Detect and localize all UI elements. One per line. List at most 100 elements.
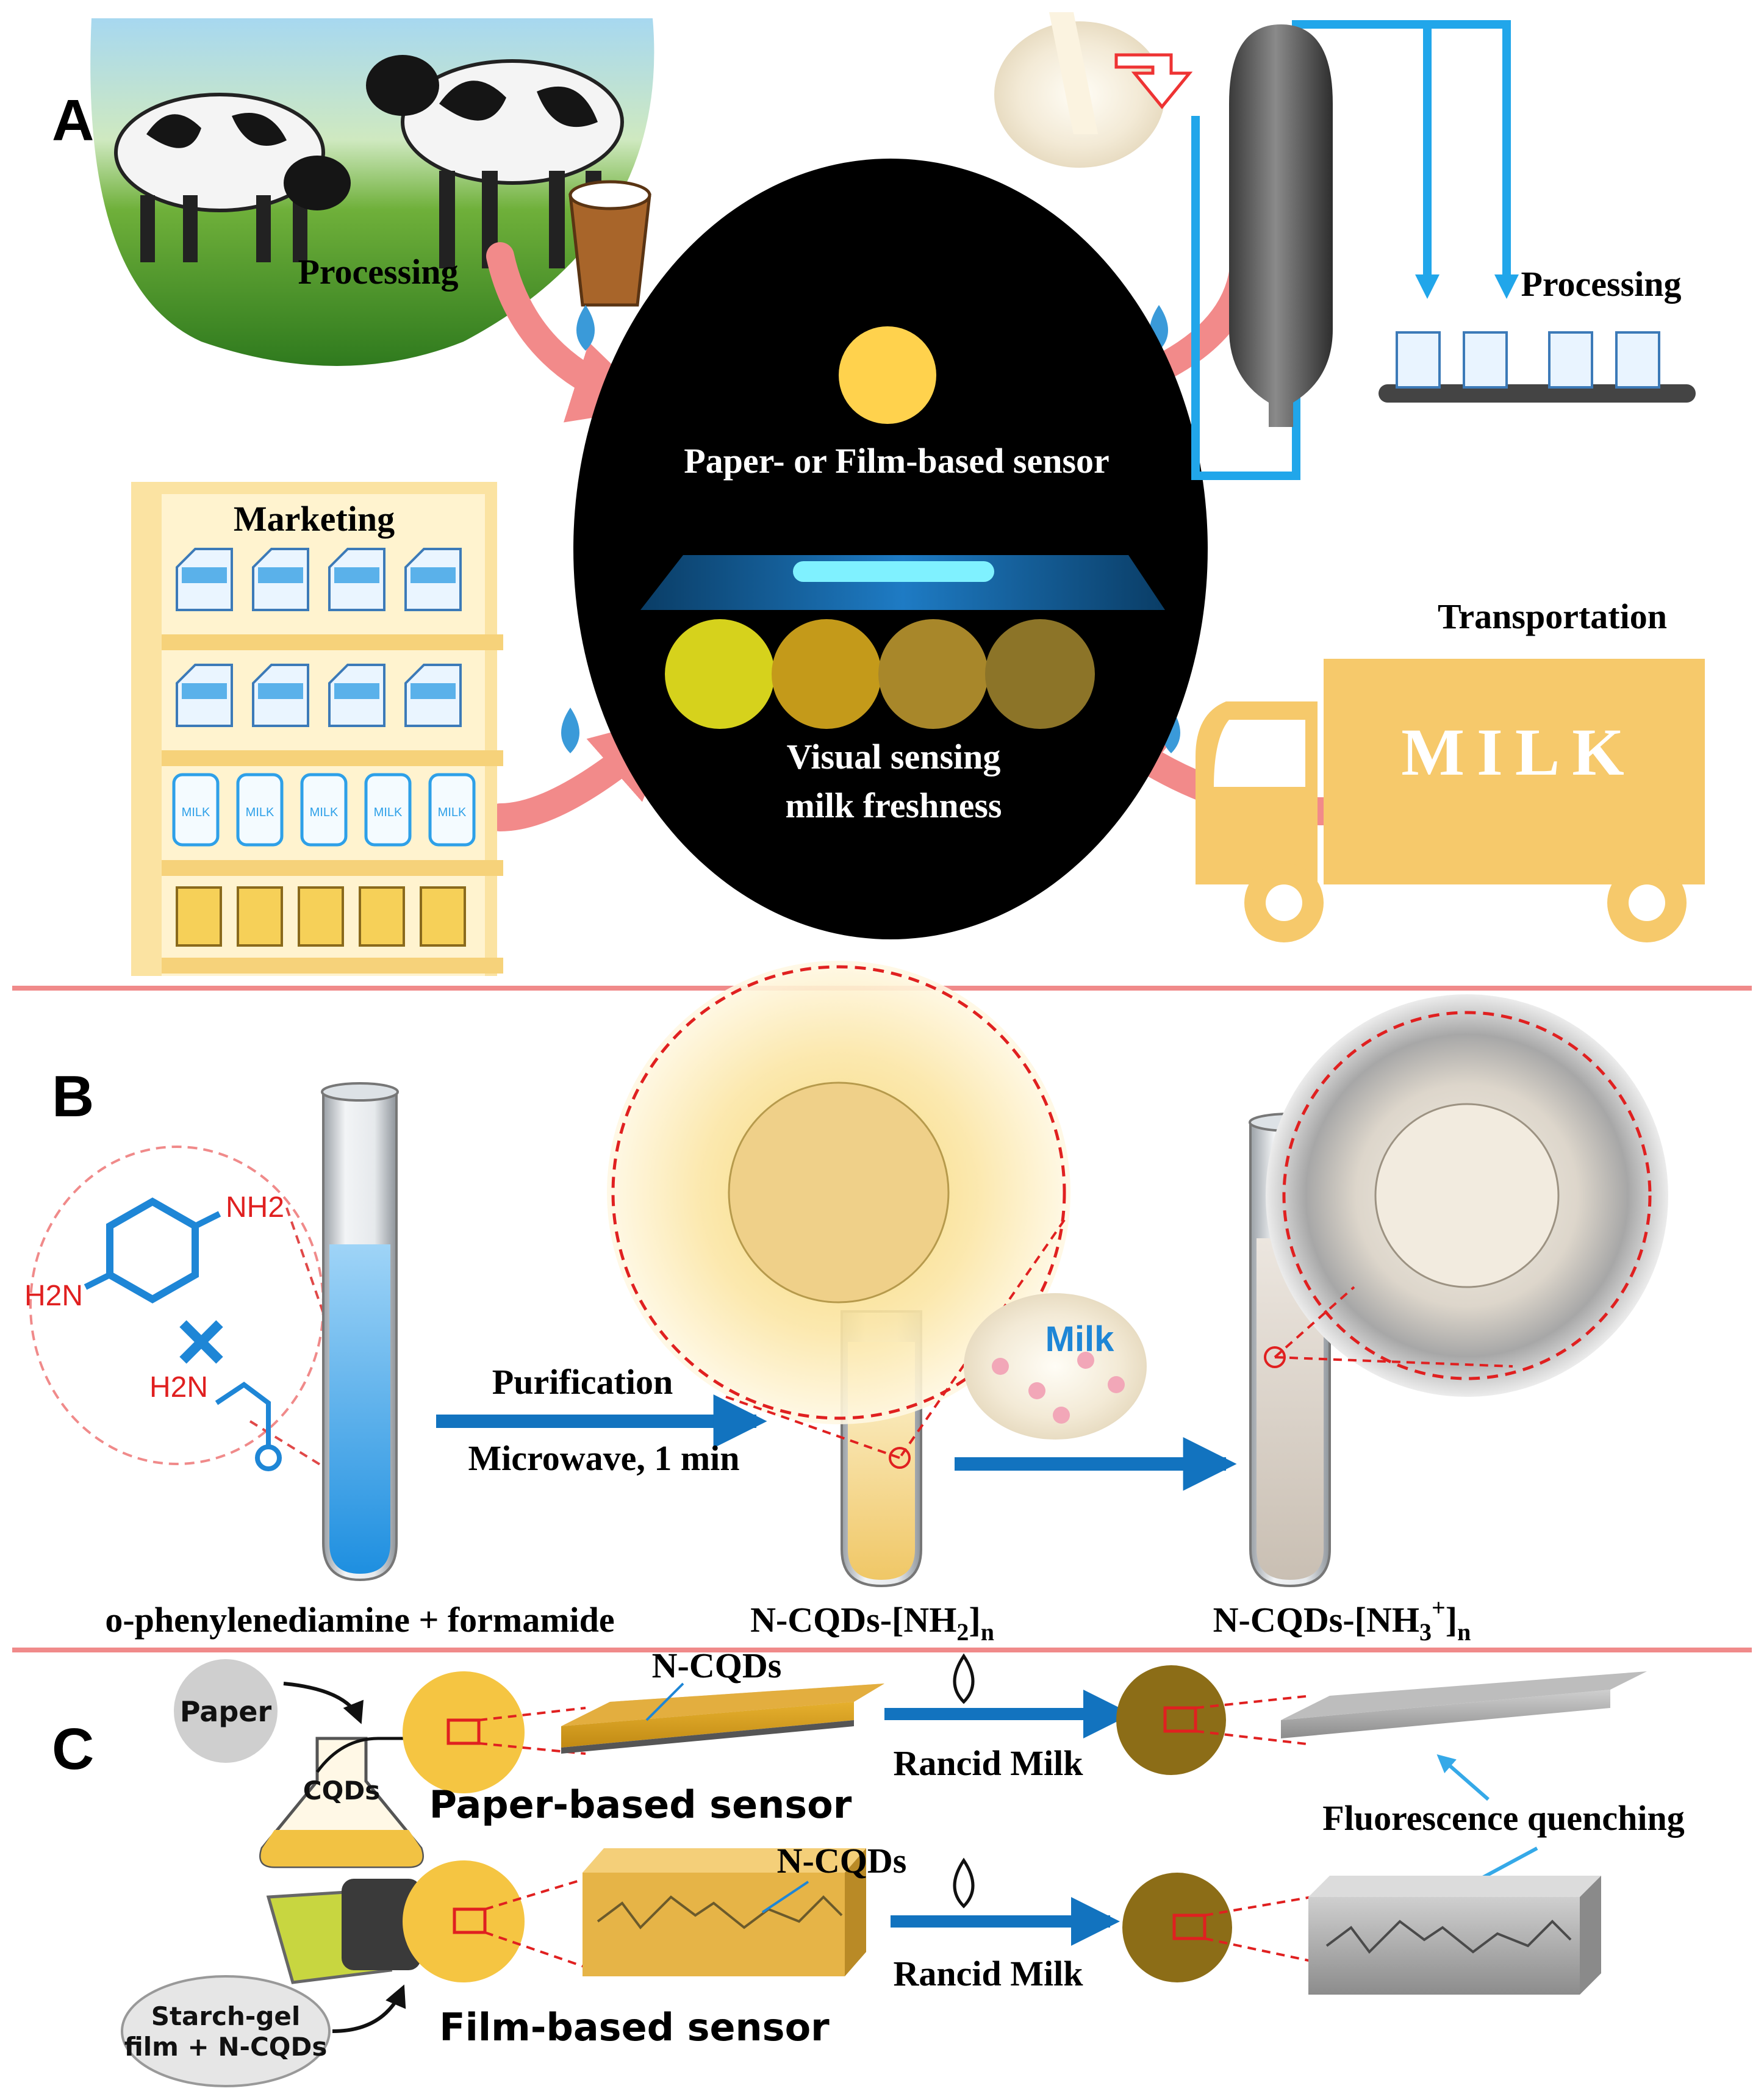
processing-label-factory: Processing [1521, 264, 1681, 304]
milk-truck [1196, 659, 1705, 942]
reagent-h2n-formamide: H2N [149, 1371, 208, 1404]
bottle-label: MILK [246, 806, 274, 819]
n-cqds-nh3-particle [1264, 994, 1668, 1397]
ncqds-pointer-bottom [761, 1881, 809, 1913]
pipe-arrowhead [1415, 274, 1440, 299]
label-n-cqds-nh3-n: n [1457, 1618, 1471, 1646]
zoom-line [1195, 1730, 1312, 1746]
paper-arrow [283, 1682, 364, 1724]
milk-bottle-icon: MILK [364, 773, 412, 847]
label-n-cqds-nh3-close: ] [1446, 1600, 1457, 1640]
milk-box-icon [359, 886, 405, 947]
paper-label: Paper [180, 1695, 272, 1728]
label-n-cqds-nh2: N-CQDs-[NH2]n [750, 1600, 994, 1646]
cqds-flask [259, 1737, 424, 1868]
milk-bottle-icon: MILK [236, 773, 284, 847]
bottle-label: MILK [374, 806, 403, 819]
marketing-label: Marketing [234, 499, 395, 539]
film-block-yellow [583, 1848, 866, 1976]
truck-text: MILK [1401, 715, 1637, 789]
zoom-box [453, 1907, 487, 1934]
starch-label-2: film + N-CQDs [124, 2032, 328, 2062]
quenching-arrow-up [1436, 1754, 1490, 1801]
shelf-products: MILK MILK MILK MILK MILK [172, 548, 476, 947]
microwave-label: Microwave, 1 min [468, 1438, 739, 1478]
ncqds-label-bottom: N-CQDs [777, 1841, 907, 1881]
rancid-label-top: Rancid Milk [894, 1743, 1084, 1783]
zoom-line [478, 1707, 586, 1721]
panel-label-c: C [52, 1716, 94, 1782]
drop-icon-bottom [953, 1857, 975, 1909]
zoom-line [1195, 1695, 1312, 1709]
milk-box-icon [298, 886, 344, 947]
label-o-phenylenediamine: o-phenylenediamine + formamide [105, 1600, 614, 1640]
milk-splash-image [964, 1293, 1147, 1440]
processing-label-farm: Processing [298, 252, 458, 292]
quenching-label: Fluorescence quenching [1322, 1798, 1684, 1838]
milk-carton-icon [252, 664, 309, 727]
label-n-cqds-nh2-close: ] [969, 1600, 980, 1640]
paper-ball [174, 1659, 278, 1763]
milk-bucket-icon [568, 180, 651, 307]
paper-sensor-disc-spoiled [1116, 1665, 1226, 1775]
storage-tank [1229, 24, 1333, 427]
milk-carton-icon [252, 548, 309, 611]
test-tube-blue [321, 1082, 399, 1582]
center-bottom-label-1: Visual sensing [787, 737, 1001, 777]
freshness-dot [665, 619, 775, 729]
milk-box-icon [420, 886, 466, 947]
film-sensor-disc-spoiled [1122, 1873, 1232, 1982]
milk-box-icon [176, 886, 222, 947]
milk-bottle-icon: MILK [300, 773, 348, 847]
uv-lamp [640, 555, 1165, 610]
milk-carton-icon [176, 664, 233, 727]
drop-icon-top [953, 1653, 975, 1704]
freshness-dot [772, 619, 881, 729]
film-sensor-label: Film-based sensor [439, 2005, 830, 2050]
pipe-arrowhead [1494, 274, 1519, 299]
freshness-color-dots [665, 619, 1095, 729]
film-block-grey [1308, 1876, 1601, 1995]
red-outline-arrow [1114, 53, 1193, 109]
cow-illustration [114, 93, 351, 262]
pouring-beaker [266, 1879, 421, 1984]
milk-carton-icon [176, 548, 233, 611]
film-sensor-disc-fresh [403, 1860, 525, 1982]
center-bottom-label-2: milk freshness [785, 786, 1002, 825]
flask-arrow [315, 1729, 425, 1773]
paper-sensor-disc-fresh [403, 1671, 525, 1793]
milk-label: Milk [1045, 1319, 1115, 1359]
farm-scene [90, 18, 654, 366]
purification-label: Purification [492, 1362, 673, 1402]
paper-strip-grey [1281, 1671, 1647, 1738]
cqds-flask-label: CQDs [303, 1776, 380, 1806]
ncqds-pointer-top [645, 1682, 684, 1721]
zoom-box [446, 1718, 481, 1745]
panel-label-b: B [52, 1064, 94, 1129]
zoom-box [1163, 1706, 1197, 1733]
panel-label-a: A [52, 88, 94, 153]
bottle-label: MILK [182, 806, 210, 819]
label-n-cqds-nh2-n: n [981, 1618, 994, 1646]
label-n-cqds-nh3-sup: + [1432, 1594, 1446, 1621]
rancid-label-bottom: Rancid Milk [894, 1954, 1084, 1993]
sensor-display-ellipse [573, 159, 1208, 939]
milk-bottle-icon: MILK [428, 773, 476, 847]
milk-carton-icon [328, 664, 385, 727]
bottle-label: MILK [438, 806, 467, 819]
reagent-nh2: NH2 [226, 1191, 284, 1224]
zoom-box [1172, 1913, 1206, 1940]
milk-carton-icon [404, 548, 462, 611]
bottle-label: MILK [310, 806, 339, 819]
zoom-line [484, 1931, 586, 1968]
paper-sensor-label: Paper-based sensor [429, 1782, 852, 1827]
label-n-cqds-nh2-base: N-CQDs-[NH [750, 1600, 956, 1640]
milk-carton-icon [404, 664, 462, 727]
sensor-disc [839, 326, 936, 424]
freshness-dot [878, 619, 988, 729]
conveyor-belt [1379, 331, 1696, 403]
starch-label-1: Starch-gel [151, 2001, 301, 2031]
milk-carton-icon [328, 548, 385, 611]
center-top-label: Paper- or Film-based sensor [684, 441, 1110, 481]
